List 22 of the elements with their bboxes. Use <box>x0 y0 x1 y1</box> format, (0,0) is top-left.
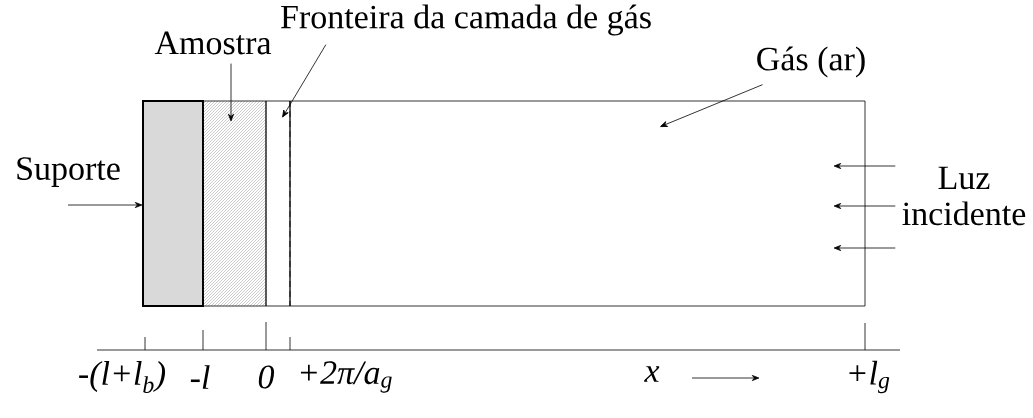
arrow <box>660 84 763 127</box>
axis-label: 0 <box>258 365 275 389</box>
axis-label: -l <box>190 365 210 389</box>
arrow <box>833 163 896 169</box>
gas-region <box>289 100 866 307</box>
axis-label: +l$_{g}$ <box>849 360 890 394</box>
arrow <box>228 63 234 122</box>
axis-label: x <box>644 366 660 382</box>
sample-layer <box>202 100 267 307</box>
arrow <box>833 245 896 251</box>
label-text: Amostra <box>154 31 272 55</box>
arrow <box>67 202 143 208</box>
label-text: Luz incidente <box>902 166 1026 226</box>
axis-label: +2π/a$_{g}$ <box>300 361 392 393</box>
support-layer <box>142 100 204 307</box>
label-text: Suporte <box>17 157 120 187</box>
arrow <box>833 203 896 209</box>
gas-boundary-layer <box>265 100 291 307</box>
arrow <box>282 44 327 118</box>
label-text: Gás (ar) <box>757 46 865 78</box>
label-text: Fronteira da camada de gás <box>281 4 651 36</box>
axis-label: -(l+l$_{b}$) <box>79 361 166 393</box>
